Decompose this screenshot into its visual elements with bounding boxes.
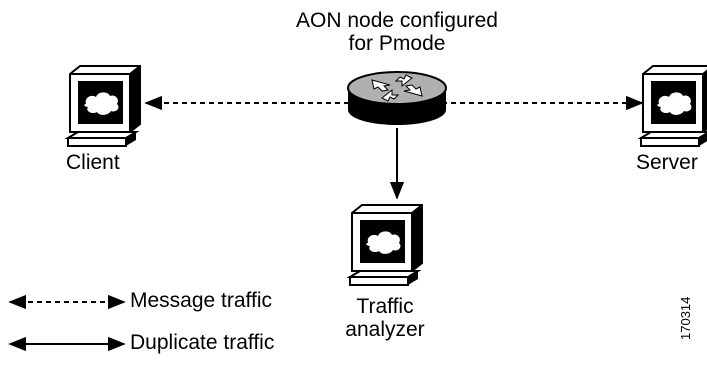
node-title-line2: for Pmode — [348, 31, 446, 55]
figure-id: 170314 — [678, 296, 693, 340]
client-label: Client — [66, 151, 120, 174]
analyzer-label: Traffic analyzer — [310, 295, 460, 341]
legend-duplicate-label: Duplicate traffic — [130, 331, 275, 354]
client-workstation-icon — [67, 65, 141, 147]
router-icon — [347, 71, 447, 125]
analyzer-label-line2: analyzer — [345, 317, 425, 341]
node-title-line1: AON node configured — [296, 9, 498, 32]
node-title: AON node configured for Pmode — [265, 9, 529, 55]
server-workstation-icon — [640, 65, 707, 147]
legend-message-label: Message traffic — [130, 289, 273, 312]
server-label: Server — [636, 151, 698, 174]
analyzer-workstation-icon — [349, 204, 423, 286]
analyzer-label-line1: Traffic — [356, 295, 414, 318]
